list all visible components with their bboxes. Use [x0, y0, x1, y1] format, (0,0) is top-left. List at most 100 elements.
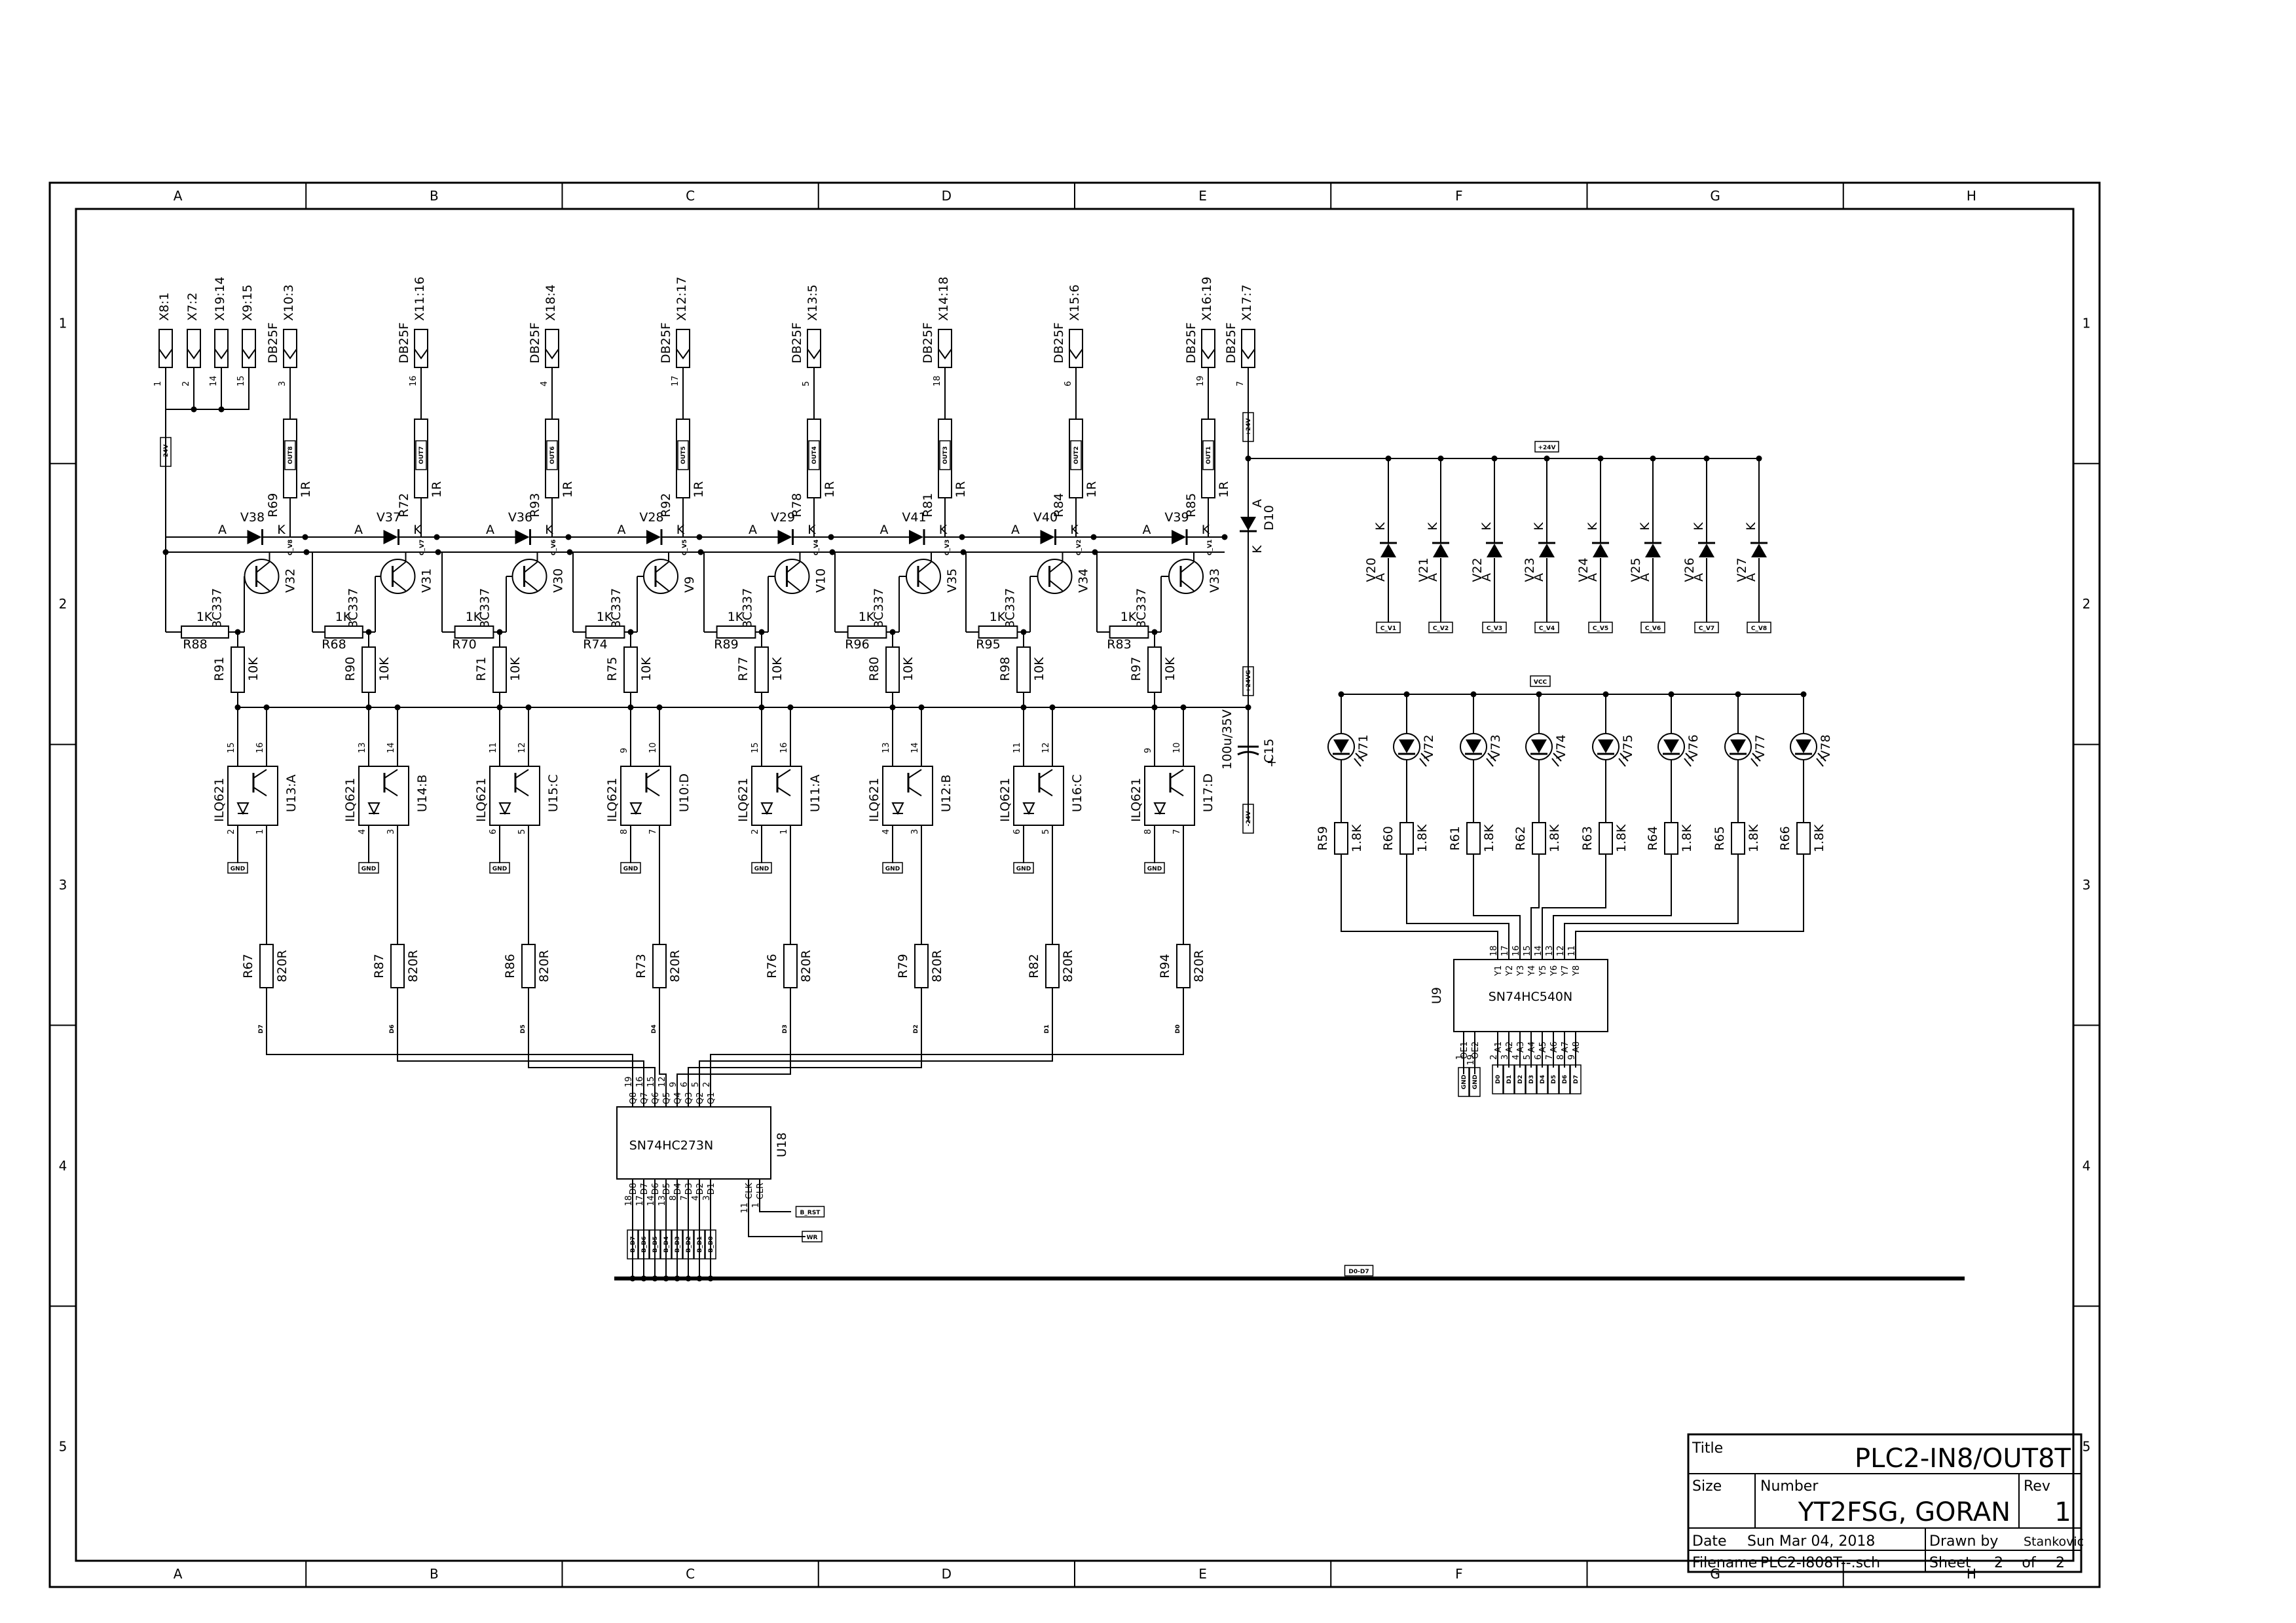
connector-type: DB25F — [921, 322, 935, 364]
net-tag-label: C_V8 — [1751, 625, 1767, 632]
resistor-1k — [454, 625, 494, 639]
optocoupler-ilq621 — [358, 766, 409, 826]
resistor-value: 1K — [466, 610, 482, 624]
diode-cathode-pin: K — [413, 523, 422, 537]
ic-pin-number: 7 — [680, 1195, 690, 1201]
resistor-1k — [585, 625, 625, 639]
net-tag-bus-bit: B_D4 — [660, 1229, 672, 1259]
net-tag-label: C_V2 — [1433, 625, 1449, 632]
opto-pin: 2 — [227, 829, 236, 834]
net-label-bit: D4 — [651, 1024, 657, 1034]
net-tag-box — [802, 1231, 823, 1242]
wire — [414, 348, 428, 360]
resistor-1-8k — [1466, 822, 1481, 855]
diode-anode-pin: A — [1532, 573, 1546, 582]
net-tag-box — [677, 440, 689, 470]
diode — [1398, 739, 1415, 755]
resistor-1k — [324, 625, 363, 639]
row-marker-left: 4 — [59, 1158, 67, 1174]
diode-cathode-pin: K — [939, 523, 948, 537]
junction-dot — [829, 549, 836, 555]
diode-anode-pin: A — [1692, 573, 1706, 582]
wire — [1241, 348, 1255, 360]
net-tag-box — [660, 1229, 672, 1259]
led-ref: V72 — [1422, 734, 1436, 758]
wire — [1487, 753, 1496, 762]
ic-pin-name: Q2 — [695, 1092, 705, 1104]
ic-pin-name: A6 — [1549, 1041, 1559, 1053]
net-tag-gnd: GND — [1144, 862, 1165, 874]
net-tag-box — [358, 862, 379, 874]
diode — [1465, 739, 1482, 755]
resistor-ref: R97 — [1129, 657, 1143, 681]
net-tag-box — [1694, 622, 1719, 633]
net-tag-box — [882, 862, 903, 874]
ic-pin-name: Q6 — [651, 1092, 661, 1104]
resistor-ref: R90 — [343, 657, 358, 681]
resistor-ref: R78 — [790, 493, 804, 517]
net-tag-box — [1536, 1064, 1548, 1094]
net-tag-label: -24V — [1246, 811, 1252, 826]
connector-pin-number: 3 — [278, 381, 287, 386]
optocoupler-type: ILQ621 — [736, 778, 750, 822]
net-tag-label: GND — [885, 866, 900, 872]
revision: 1 — [2054, 1497, 2071, 1527]
resistor-value: 1R — [954, 481, 968, 498]
opto-pin: 13 — [881, 742, 891, 753]
resistor-ref: R80 — [867, 657, 881, 681]
ic-pin-name: CLR — [756, 1183, 766, 1199]
opto-pin: 5 — [1041, 829, 1051, 834]
ic-pin-name: D7 — [640, 1183, 650, 1195]
diode-body — [1645, 544, 1661, 557]
wire — [759, 1179, 791, 1212]
diode-cathode-pin: K — [1532, 522, 1546, 531]
transistor-bc337 — [244, 559, 280, 594]
net-label-cv: C_V5 — [682, 540, 688, 555]
resistor-820r — [259, 944, 274, 988]
ic-pin-number: 5 — [1523, 1054, 1532, 1060]
junction-dot — [1020, 629, 1027, 635]
opto-pin: 6 — [489, 829, 498, 834]
ic-pin-name: Y2 — [1505, 965, 1515, 977]
diode-anode-pin: A — [618, 523, 626, 537]
optocoupler-ref: U12:B — [939, 774, 954, 812]
drawing-number: YT2FSG, GORAN — [1798, 1497, 2010, 1527]
connector-type: DB25F — [659, 322, 673, 364]
ic-pin-name: Q7 — [640, 1092, 650, 1104]
junction-dot — [1180, 704, 1187, 711]
connector-body — [807, 329, 821, 368]
net-tag-cv: C_V4 — [1534, 622, 1559, 633]
series-diode — [247, 529, 263, 545]
diode-body — [1240, 517, 1256, 531]
wire — [1542, 865, 1606, 960]
column-marker-top: D — [942, 188, 952, 204]
junction-dot — [566, 549, 573, 555]
resistor-value: 1K — [597, 610, 613, 624]
wire — [1355, 753, 1364, 762]
net-tag-bus-bit: B_D7 — [627, 1229, 639, 1259]
diode-body — [383, 530, 398, 544]
net-tag-bus-bit: B_D5 — [649, 1229, 661, 1259]
ic-pin-number: 9 — [1567, 1054, 1577, 1060]
net-tag-box — [1242, 666, 1254, 696]
wire — [1341, 865, 1498, 960]
net-tag-cv: C_V2 — [1428, 622, 1453, 633]
connector-body — [242, 329, 256, 368]
opto-led — [629, 802, 642, 815]
connector-pin-number: 1 — [153, 381, 163, 386]
net-tag-data: D2 — [1514, 1064, 1526, 1094]
diode-body — [1333, 739, 1349, 753]
connector-pin-number: 18 — [933, 375, 942, 386]
connector-pin — [1069, 329, 1083, 368]
junction-dot — [394, 704, 401, 711]
transistor-ref: V10 — [814, 569, 828, 593]
column-marker-top: A — [174, 188, 183, 204]
resistor-1-8k — [1532, 822, 1546, 855]
diode-ref: V40 — [1033, 510, 1058, 525]
wire — [266, 1048, 633, 1107]
column-marker-bottom: D — [942, 1566, 952, 1582]
